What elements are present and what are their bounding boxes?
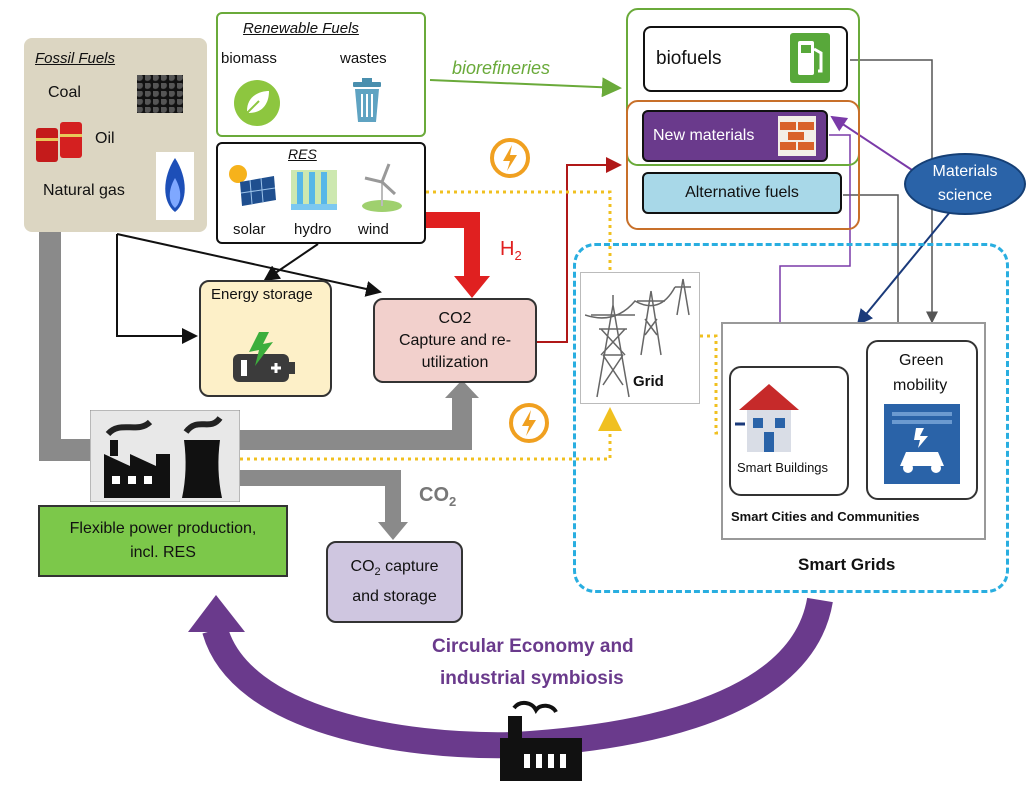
biomass-leaf-icon: [233, 79, 281, 127]
solar-label: solar: [233, 221, 266, 238]
co2-capture-reuse-box: CO2 Capture and re- utilization: [373, 298, 537, 383]
res-to-storage-line: [263, 243, 319, 282]
materials-science-line2: science: [937, 187, 993, 204]
co2-storage-co: CO: [350, 558, 375, 576]
fossil-to-storage-line: [116, 234, 198, 344]
power-plant-icon: [89, 409, 241, 503]
h2-arrowhead: [454, 276, 490, 298]
circular-economy-line1: Circular Economy and: [432, 636, 634, 657]
fossil-flow-arrow: [39, 230, 95, 461]
alternative-fuels-label: Alternative fuels: [685, 184, 799, 201]
biorefineries-label: biorefineries: [452, 58, 551, 78]
res-to-grid-dotted: [426, 190, 622, 303]
power-to-storage-arrowhead: [378, 522, 408, 540]
science-to-cities-line: [856, 211, 951, 326]
grid-label: Grid: [633, 373, 664, 390]
ev-charging-icon: [884, 404, 960, 484]
co2-storage-line2: and storage: [352, 587, 437, 605]
natural-gas-label: Natural gas: [43, 182, 125, 199]
grid-to-buildings-dotted: [700, 334, 740, 435]
smart-buildings-label: Smart Buildings: [737, 460, 829, 475]
h2-main: H: [500, 238, 515, 260]
materials-to-buildings-line: [774, 134, 851, 366]
res-title: RES: [288, 146, 317, 162]
power-production-line1: Flexible power production,: [69, 520, 257, 537]
coal-icon: [137, 75, 183, 113]
smart-grids-frame: [573, 243, 1009, 593]
lightning-icon-bottom: [508, 402, 550, 444]
hydro-label: hydro: [294, 221, 332, 238]
fossil-to-co2-line: [116, 233, 382, 297]
gas-flame-icon: [156, 152, 194, 220]
co2-storage-line1: CO2 capture: [351, 555, 439, 584]
h2-sub: 2: [514, 248, 522, 263]
wastes-label: wastes: [340, 50, 387, 67]
co2-storage-box: CO2 capture and storage: [326, 541, 463, 623]
materials-fuels-orange-frame: [626, 100, 860, 230]
circular-economy-line2: industrial symbiosis: [440, 668, 624, 689]
fuel-pump-icon: [790, 33, 830, 83]
smart-cities-label: Smart Cities and Communities: [731, 509, 920, 524]
co2-to-materials-line: [537, 157, 622, 343]
co2-reuse-line1: CO2: [438, 309, 472, 327]
science-to-materials-line: [830, 115, 913, 171]
biorefineries-arrow: [429, 77, 622, 98]
altfuels-to-mobility-line: [843, 194, 904, 340]
fossil-fuels-title: Fossil Fuels: [35, 50, 116, 67]
trash-bin-icon: [349, 76, 385, 124]
biorefinery-products-green-frame: [626, 8, 860, 166]
house-icon: [735, 380, 803, 454]
battery-icon: [231, 330, 299, 386]
renewable-fuels-title: Renewable Fuels: [243, 20, 359, 37]
coal-label: Coal: [48, 84, 81, 101]
power-production-line2: incl. RES: [130, 544, 196, 561]
co2-arrow-sub: 2: [449, 494, 457, 509]
power-to-co2-arrow: [240, 395, 472, 450]
co2-arrow-main: CO: [419, 484, 449, 506]
green-mobility-line1: Green: [899, 352, 944, 369]
power-pylons-icon: [584, 275, 697, 400]
power-to-storage-arrow: [240, 470, 401, 525]
lightning-icon-top: [489, 137, 531, 179]
green-mobility-line2: mobility: [893, 377, 948, 394]
wind-turbine-icon: [359, 160, 405, 214]
biomass-label: biomass: [221, 50, 277, 67]
smart-grids-label: Smart Grids: [798, 555, 896, 574]
power-to-co2-arrowhead: [445, 380, 479, 398]
h2-arrow: [426, 212, 480, 278]
oil-label: Oil: [95, 130, 115, 147]
oil-barrels-icon: [34, 118, 84, 166]
co2-storage-sub: 2: [374, 566, 381, 579]
circular-economy-arrowhead: [188, 595, 245, 632]
co2-reuse-line3: utilization: [421, 353, 489, 371]
hydro-dam-icon: [289, 166, 339, 212]
biofuels-label: biofuels: [656, 48, 722, 69]
new-materials-label: New materials: [653, 127, 755, 144]
power-production-box: Flexible power production, incl. RES: [38, 505, 288, 577]
alternative-fuels-box: Alternative fuels: [642, 172, 842, 214]
materials-science-ellipse: Materials science: [904, 153, 1026, 215]
factory-icon: [500, 698, 582, 781]
bricks-icon: [778, 116, 816, 156]
co2-reuse-line2: Capture and re-: [398, 331, 512, 349]
solar-panel-icon: [226, 162, 278, 210]
materials-science-line1: Materials: [932, 163, 998, 180]
energy-storage-label: Energy storage: [211, 286, 313, 303]
wind-label: wind: [358, 221, 389, 238]
co2-arrow-label: CO2: [419, 484, 456, 509]
h2-label: H2: [500, 238, 522, 263]
co2-storage-capture: capture: [380, 558, 439, 576]
